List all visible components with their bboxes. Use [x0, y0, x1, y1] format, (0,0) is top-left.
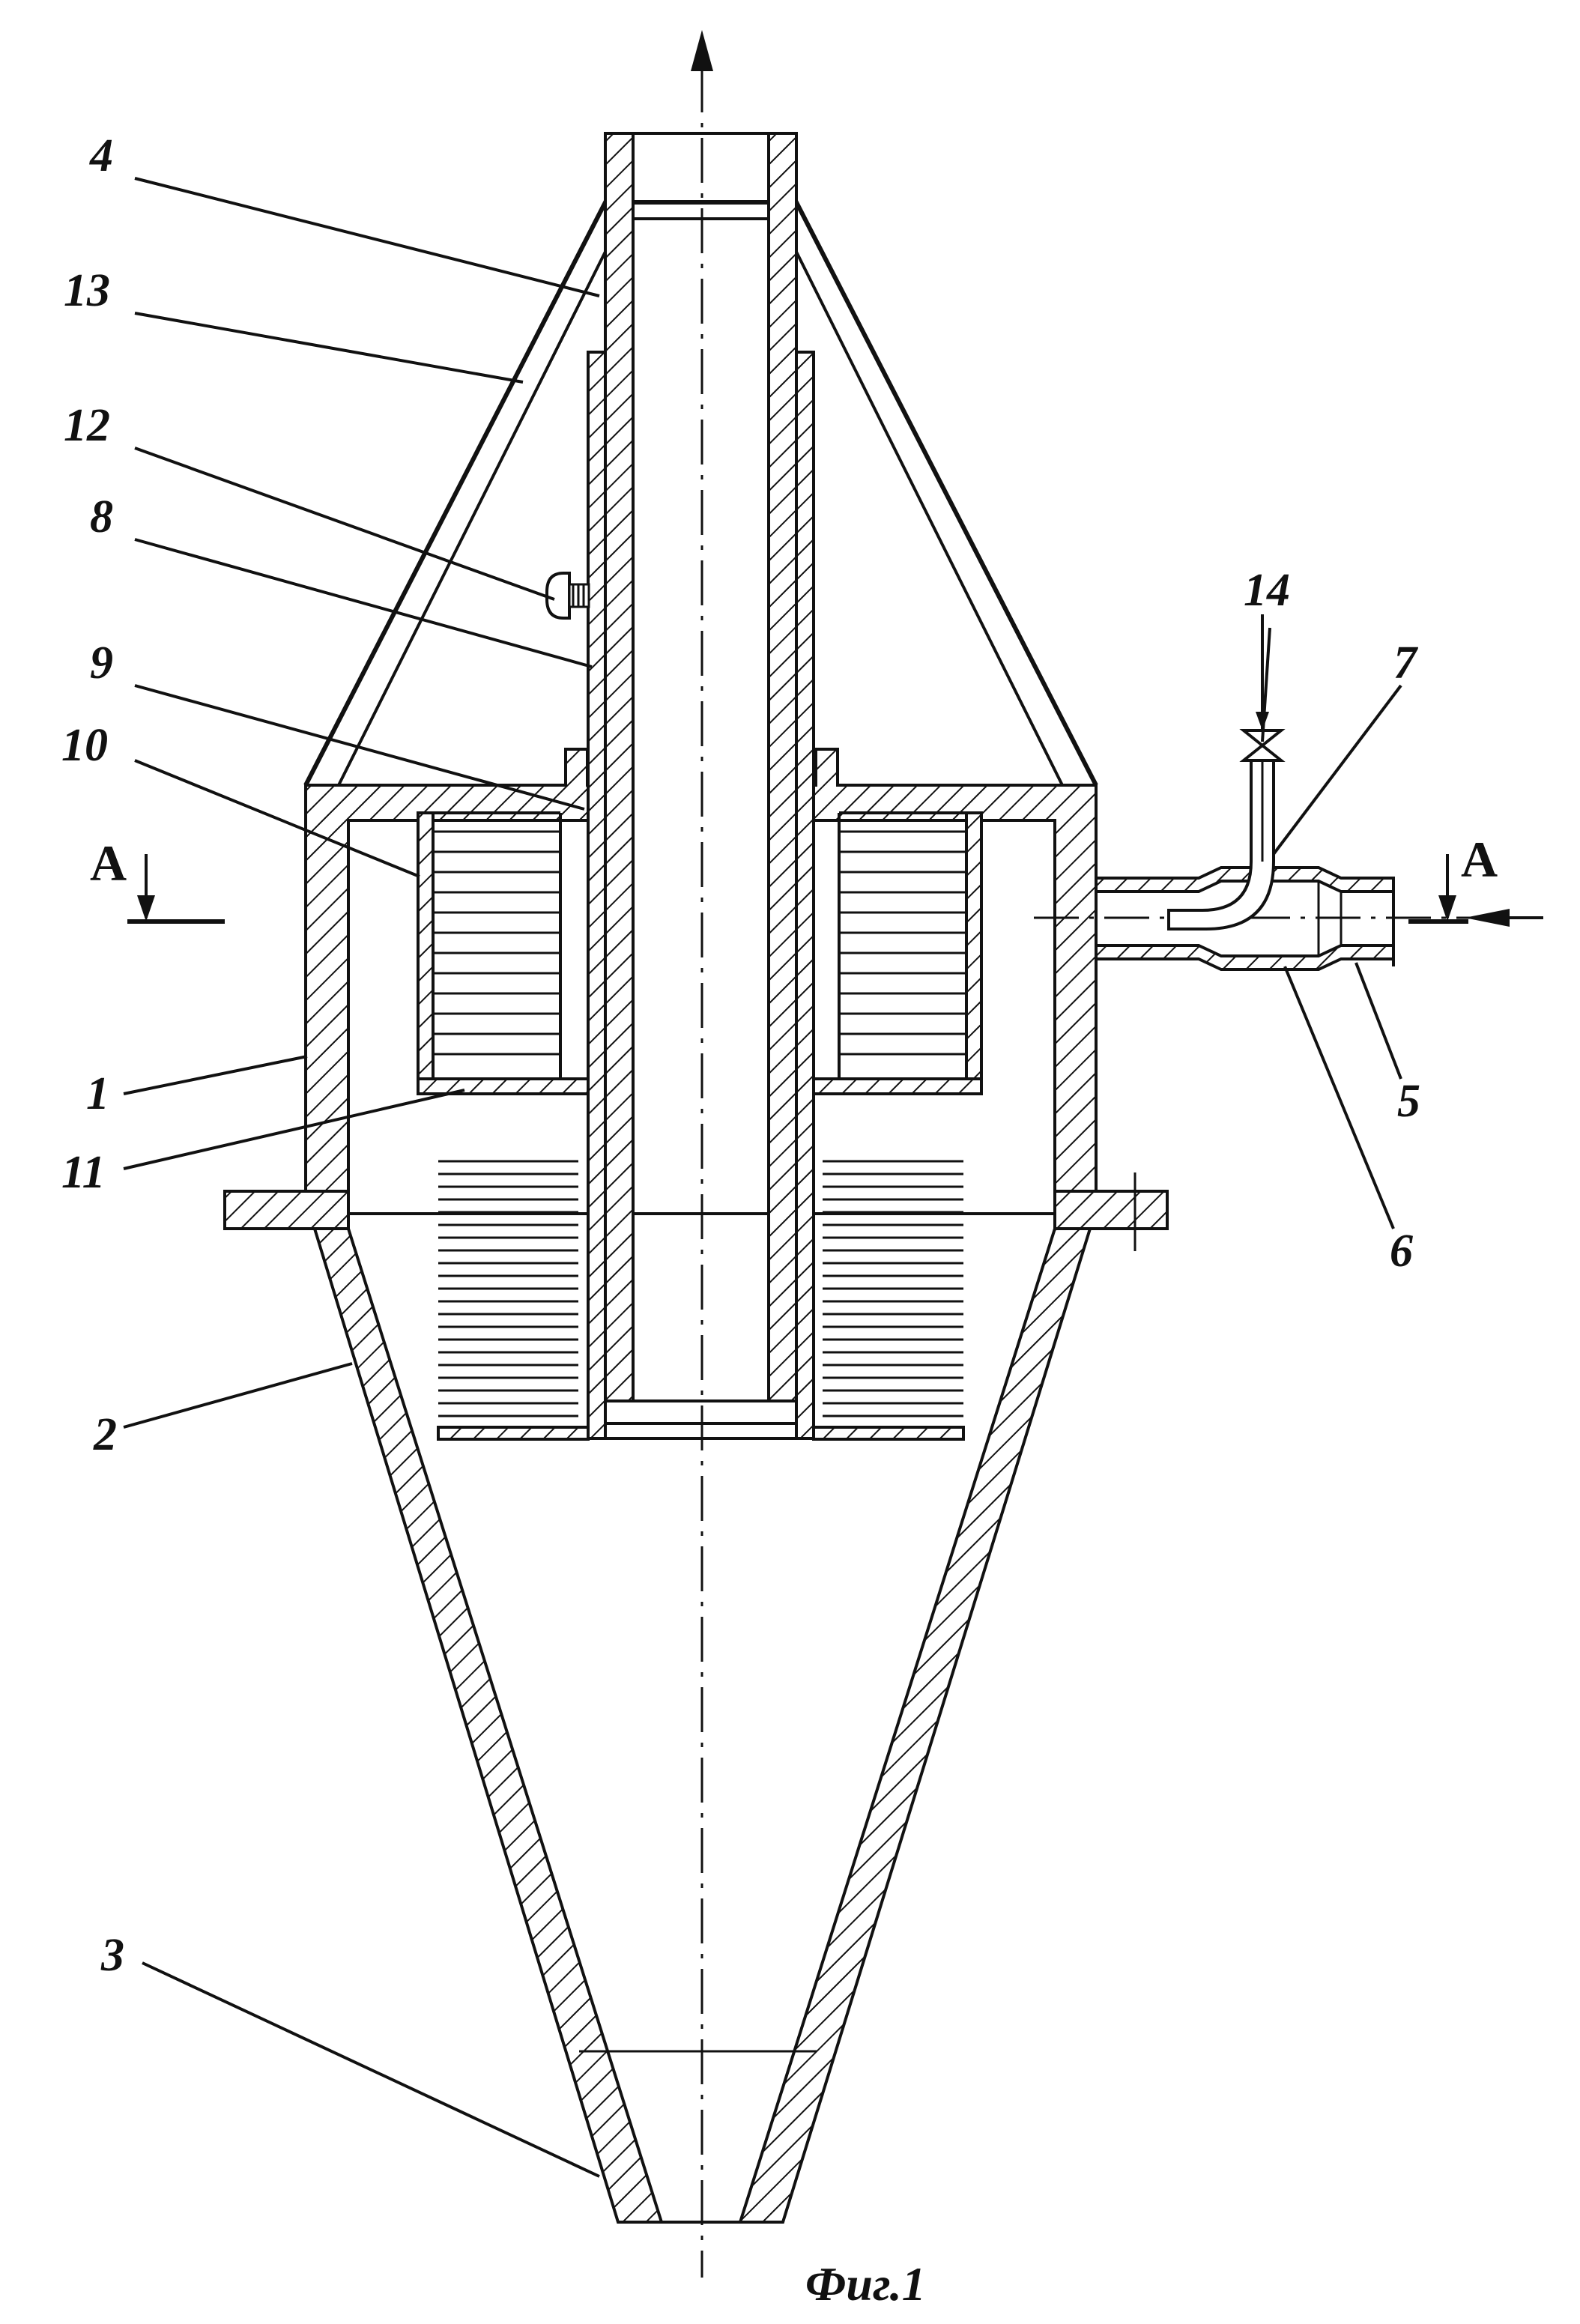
callout-10: 10 — [61, 720, 108, 771]
callout-4: 4 — [89, 130, 113, 181]
callout-13: 13 — [64, 265, 110, 316]
lower-swirler-left — [438, 1161, 588, 1439]
callout-9: 9 — [90, 638, 113, 689]
callout-7: 7 — [1393, 638, 1419, 689]
section-label-right: A — [1461, 831, 1498, 888]
center-axis — [691, 30, 713, 2278]
callout-11: 11 — [61, 1147, 106, 1198]
callout-5: 5 — [1397, 1076, 1420, 1127]
injector-tube — [1169, 757, 1274, 929]
callout-6: 6 — [1390, 1226, 1413, 1277]
callout-14: 14 — [1244, 565, 1290, 616]
exhaust-arrow-icon — [691, 30, 713, 71]
section-mark-left: A — [90, 835, 225, 922]
callout-8: 8 — [90, 491, 113, 542]
cylindrical-housing — [225, 749, 1167, 1251]
callout-labels: 4 13 12 8 9 10 1 11 2 3 14 7 5 6 — [61, 130, 1420, 1981]
upper-swirler-right — [814, 813, 981, 1094]
figure-caption: Фиг.1 — [805, 2257, 926, 2311]
callout-3: 3 — [100, 1930, 124, 1981]
lower-swirler-right — [814, 1161, 963, 1439]
inlet-arrow-icon — [1465, 909, 1510, 927]
section-mark-right: A — [1408, 831, 1498, 922]
locking-screw — [547, 573, 589, 618]
callout-1: 1 — [86, 1068, 109, 1119]
callout-12: 12 — [64, 400, 110, 451]
upper-swirler-left — [418, 813, 588, 1094]
callout-2: 2 — [93, 1409, 117, 1460]
section-label-left: A — [90, 835, 127, 892]
